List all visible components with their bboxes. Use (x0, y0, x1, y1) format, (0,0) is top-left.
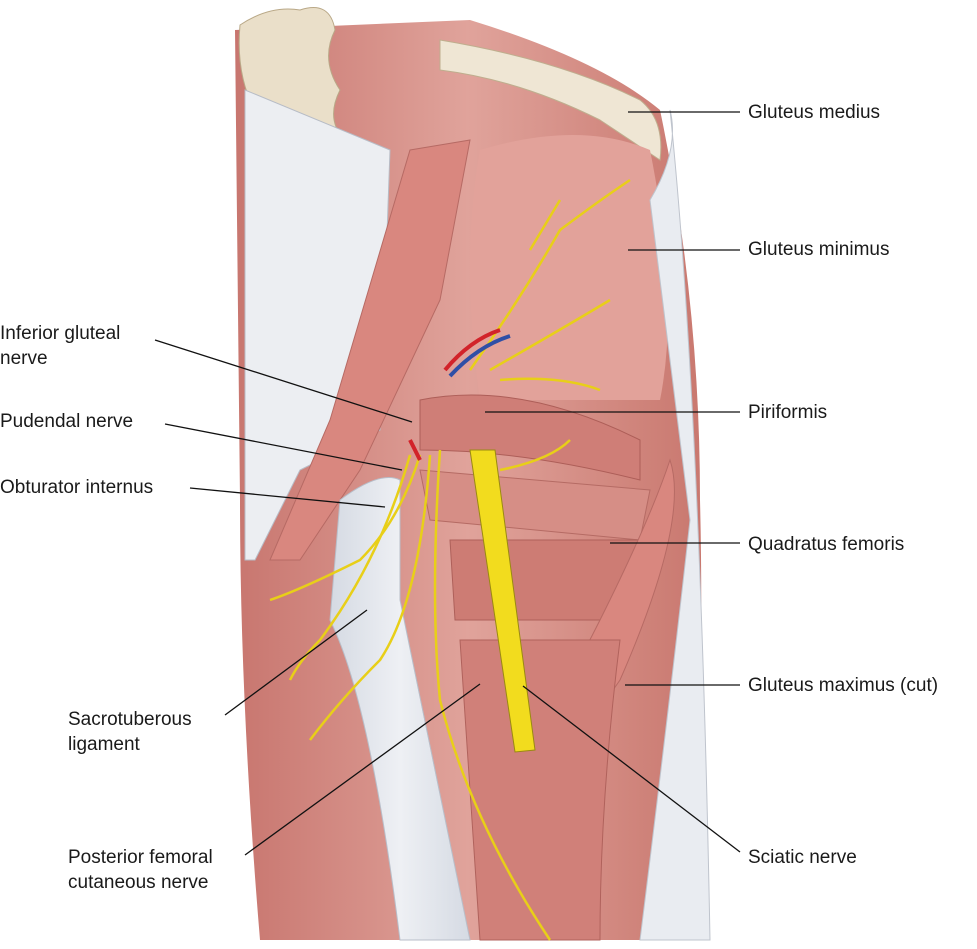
sacrotuberous-ligament-shape (329, 477, 471, 941)
leader-lines (154, 111, 741, 856)
label-inferior-gluteal-nerve: Inferior gluteal nerve (0, 321, 120, 371)
label-pudendal-nerve: Pudendal nerve (0, 411, 134, 432)
label-posterior-femoral-cutaneous-nerve: Posterior femoral cutaneous nerve (68, 845, 213, 895)
artery-small (408, 439, 422, 461)
label-gluteus-minimus: Gluteus minimus (748, 239, 890, 260)
artery (443, 328, 501, 372)
label-gluteus-medius: Gluteus medius (748, 102, 881, 123)
gluteus-maximus-cut-left (269, 139, 471, 561)
label-gluteus-maximus-cut: Gluteus maximus (cut) (748, 675, 939, 696)
label-sacrotuberous-ligament: Sacrotuberous ligament (68, 707, 192, 757)
label-obturator-internus: Obturator internus (0, 477, 154, 498)
label-line: cutaneous nerve (68, 872, 209, 893)
label-line: Inferior gluteal (0, 323, 121, 344)
label-sciatic-nerve: Sciatic nerve (748, 847, 857, 868)
sciatic-nerve-shape (469, 449, 536, 753)
label-line: Sacrotuberous (68, 709, 192, 730)
iliotibial-band (639, 109, 711, 941)
hamstrings (459, 639, 621, 941)
vein (448, 334, 511, 378)
iliac-crest (439, 39, 662, 161)
label-line: Posterior femoral (68, 847, 213, 868)
label-line: nerve (0, 348, 48, 369)
label-quadratus-femoris: Quadratus femoris (748, 534, 905, 555)
label-piriformis: Piriformis (748, 402, 828, 423)
gluteus-minimus-muscle (470, 135, 668, 400)
label-line: ligament (68, 734, 140, 755)
